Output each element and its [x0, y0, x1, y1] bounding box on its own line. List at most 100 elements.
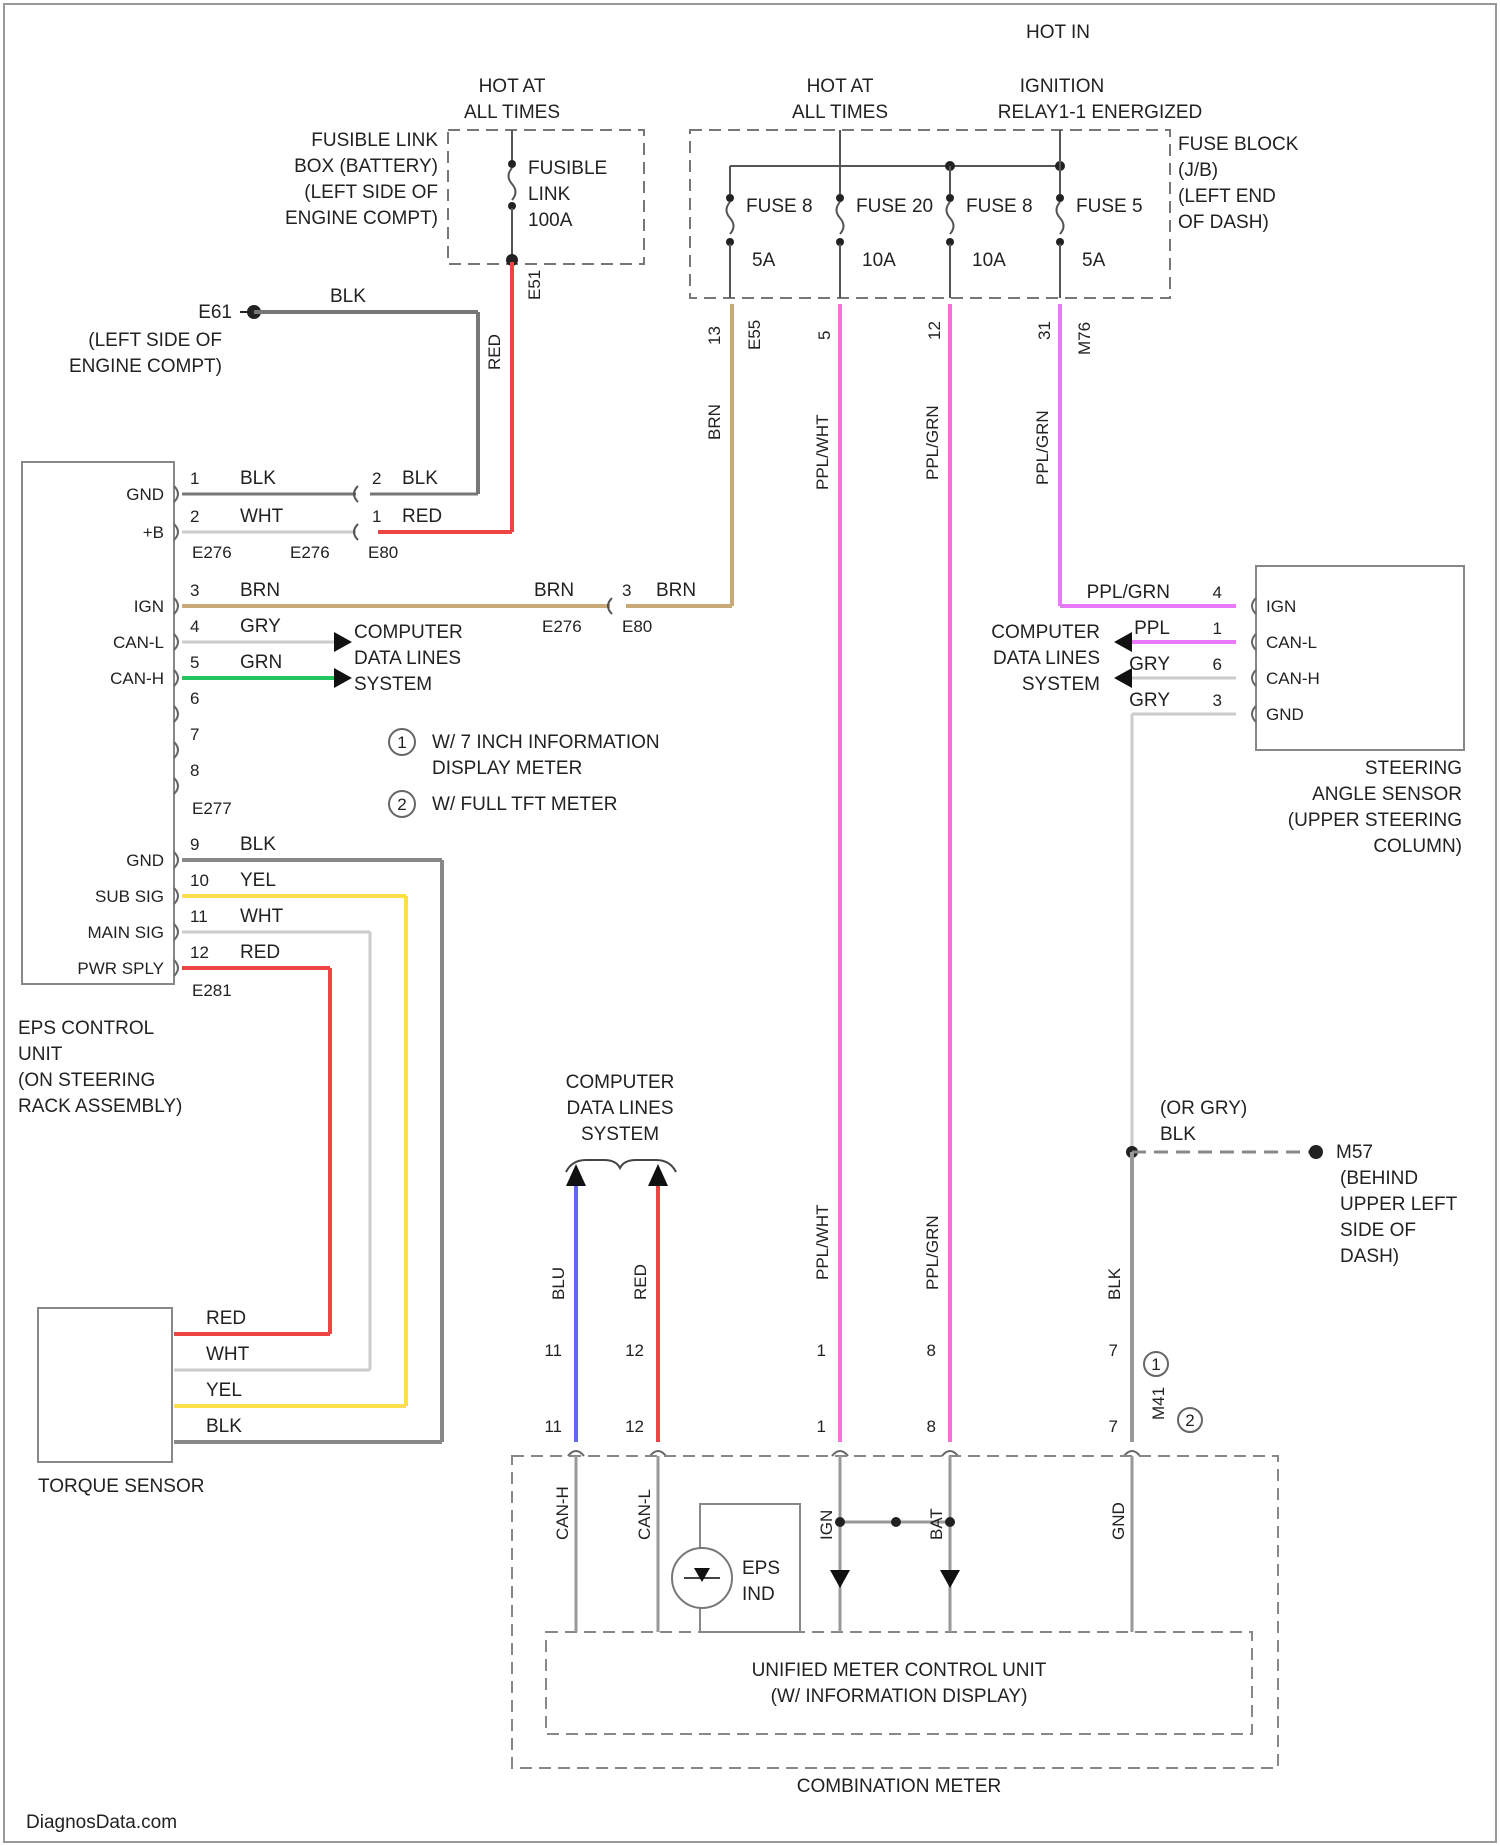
steer-cdl-2: DATA LINES [993, 648, 1100, 669]
steering-label-1: STEERING [1365, 758, 1462, 779]
ppl-grn-4-label: PPL/GRN [1033, 410, 1052, 485]
eps-connector-e277: E277 [192, 799, 232, 818]
meter-connector: M41 [1149, 1387, 1168, 1420]
legend-num-2: 2 [397, 795, 406, 814]
fuse-name: FUSE 5 [1076, 196, 1143, 217]
eps-pin-num: 2 [190, 507, 199, 526]
ppl-wht-lower-label: PPL/WHT [813, 1204, 832, 1280]
fuse-block-label-4: OF DASH) [1178, 212, 1269, 233]
ground-e61-label-2: ENGINE COMPT) [69, 356, 222, 377]
fusible-link-inner-1: FUSIBLE [528, 158, 607, 179]
torque-sensor-label: TORQUE SENSOR [38, 1476, 204, 1497]
meter-pin-label: CAN-L [635, 1489, 654, 1540]
steer-pin-name: CAN-L [1266, 633, 1317, 652]
torque-wire-yel: YEL [206, 1380, 242, 1401]
steer-cdl-1: COMPUTER [991, 622, 1100, 643]
torque-sensor: TORQUE SENSOR RED WHT YEL BLK [38, 1308, 250, 1497]
meter-inner-label-1: UNIFIED METER CONTROL UNIT [752, 1660, 1047, 1681]
fuse-pin-31: 31 [1035, 321, 1054, 340]
fuse-amp: 5A [752, 250, 776, 271]
eps-pin-color: GRN [240, 652, 282, 673]
meter-pin-num-top: 1 [817, 1341, 826, 1360]
hot-in-label: HOT IN [1026, 22, 1090, 43]
fusible-link-box-label-2: BOX (BATTERY) [294, 156, 438, 177]
ppl-grn-lower-label: PPL/GRN [923, 1215, 942, 1290]
legend-text-2: W/ FULL TFT METER [432, 794, 617, 815]
eps-ind-label-1: EPS [742, 1558, 780, 1579]
ground-m57-label-2: UPPER LEFT [1340, 1194, 1458, 1215]
eps-pin-num: 12 [190, 943, 209, 962]
ground-m57-label-1: (BEHIND [1340, 1168, 1418, 1189]
fuse-block-label-2: (J/B) [1178, 160, 1218, 181]
hot-at-all-times-1-line2: ALL TIMES [464, 102, 560, 123]
meter-pin-num-bottom: 7 [1109, 1417, 1118, 1436]
meter-pin-label: IGN [817, 1510, 836, 1540]
steer-cdl-3: SYSTEM [1022, 674, 1100, 695]
ignition-relay-line1: IGNITION [1020, 76, 1104, 97]
eps-pin-color: RED [240, 942, 280, 963]
eps-cdl-3: SYSTEM [354, 674, 432, 695]
fusible-link-box-label-4: ENGINE COMPT) [285, 208, 438, 229]
meter-pin-num-top: 12 [625, 1341, 644, 1360]
eps-pin-name: GND [126, 485, 164, 504]
steering-pins: IGN4PPL/GRNCAN-L1PPLCAN-H6GRYGND3GRY [1087, 582, 1320, 724]
eps-pin-num: 10 [190, 871, 209, 890]
fuse-element [837, 202, 844, 234]
eps-unit-label-1: EPS CONTROL [18, 1018, 154, 1039]
eps-unit-label-2: UNIT [18, 1044, 63, 1065]
meter-pin-num-bottom: 11 [544, 1417, 562, 1436]
fuse-connector-e55: E55 [745, 320, 764, 350]
eps-pin-name: CAN-H [110, 669, 164, 688]
eps-pin-color: WHT [240, 906, 284, 927]
ground-e61-label-1: (LEFT SIDE OF [88, 330, 222, 351]
meter-cdl-3: SYSTEM [581, 1124, 659, 1145]
gnd-legend-1: 1 [1151, 1355, 1160, 1374]
eps-pin-name: IGN [134, 597, 164, 616]
fuse-block-label-3: (LEFT END [1178, 186, 1276, 207]
meter-pin-num-bottom: 12 [625, 1417, 644, 1436]
steer-pin-num: 3 [1213, 691, 1222, 710]
fuse-block-label-1: FUSE BLOCK [1178, 134, 1299, 155]
steer-pin-color: PPL [1134, 618, 1170, 639]
steering-label-3: (UPPER STEERING [1288, 810, 1462, 831]
fusible-link-inner-3: 100A [528, 210, 573, 231]
meter-cdl-1: COMPUTER [566, 1072, 675, 1093]
eps-pin-name: +B [143, 523, 164, 542]
fusible-link-inner-2: LINK [528, 184, 571, 205]
fusible-link-box-label-1: FUSIBLE LINK [311, 130, 438, 151]
legend-text-1b: DISPLAY METER [432, 758, 582, 779]
steering-label-4: COLUMN) [1373, 836, 1462, 857]
meter-can-lines: COMPUTER DATA LINES SYSTEM BLU RED [549, 1072, 676, 1442]
brn-right-label: BRN [656, 580, 696, 601]
fuse-element [1057, 202, 1064, 234]
eps-pin-name: SUB SIG [95, 887, 164, 906]
fuse-dot-top [836, 194, 844, 202]
eps-pin-num: 5 [190, 653, 199, 672]
footer-watermark: DiagnosData.com [26, 1812, 177, 1833]
eps-pin-color: BLK [240, 468, 276, 489]
legend-num-1: 1 [397, 733, 406, 752]
ground-m57-label-4: DASH) [1340, 1246, 1399, 1267]
fuse-amp: 5A [1082, 250, 1106, 271]
eps-pin-num: 6 [190, 689, 199, 708]
eps-pin-color: GRY [240, 616, 281, 637]
eps-connector-e276-b: E276 [290, 543, 330, 562]
ppl-wht-label: PPL/WHT [813, 414, 832, 490]
steer-pin-num: 1 [1213, 619, 1222, 638]
steer-pin-color: GRY [1129, 690, 1170, 711]
fuse-element [947, 202, 954, 234]
red-wire-fusible: RED [378, 262, 512, 532]
eps-pin-num: 8 [190, 761, 199, 780]
eps-control-unit: EPS CONTROL UNIT (ON STEERING RACK ASSEM… [18, 462, 182, 1117]
fuse-pin-13: 13 [705, 326, 724, 345]
meter-pin-labels: CAN-HCAN-LIGNBATGNDM41 [553, 1387, 1168, 1540]
meter-pin-label: BAT [927, 1508, 946, 1540]
eps-can-lines: COMPUTER DATA LINES SYSTEM [182, 622, 463, 695]
eps-pin-num: 9 [190, 835, 199, 854]
meter-pin-label: GND [1109, 1502, 1128, 1540]
eps-pin-color: WHT [240, 506, 284, 527]
meter-pin-num-top: 7 [1109, 1341, 1118, 1360]
meter-label: COMBINATION METER [797, 1776, 1001, 1797]
steer-pin-name: CAN-H [1266, 669, 1320, 688]
